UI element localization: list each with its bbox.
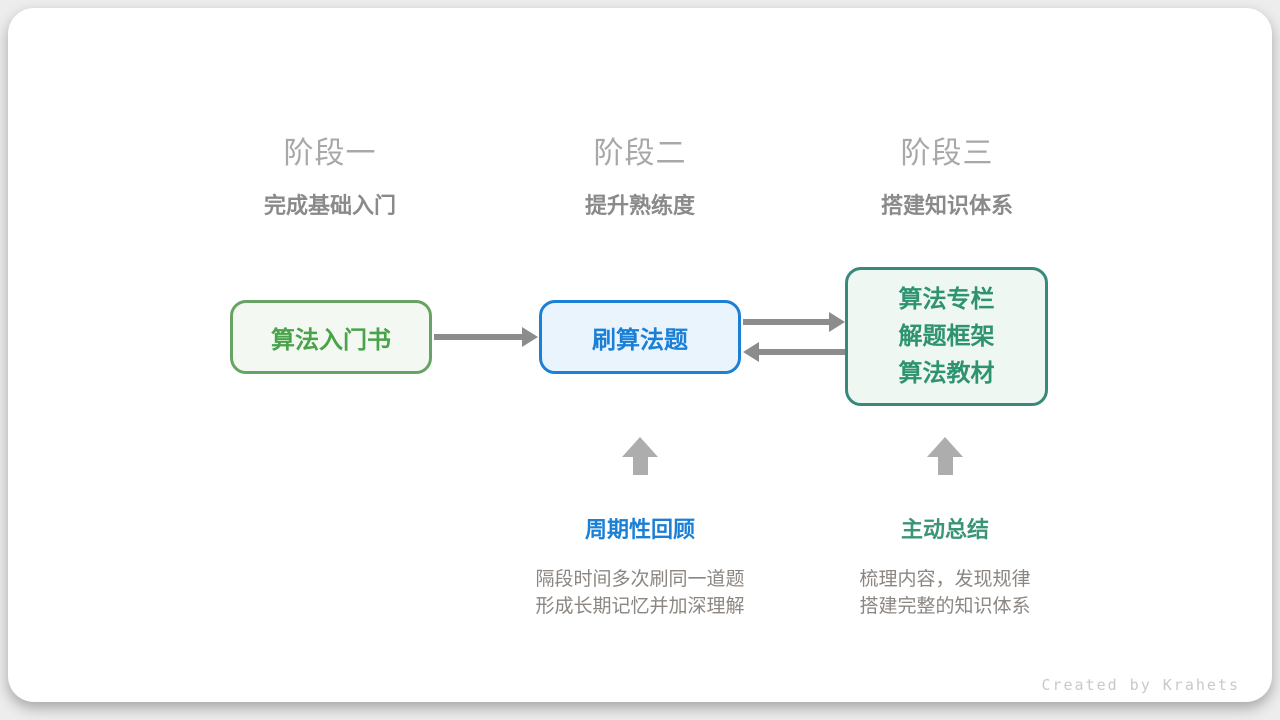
stage-3-title: 阶段三 xyxy=(900,137,994,170)
node-resources-line-1: 算法专栏 xyxy=(898,286,995,313)
node-intro-book-label: 算法入门书 xyxy=(271,326,391,354)
annotation-periodic-review-line-1: 隔段时间多次刷同一道题 xyxy=(535,569,745,590)
stage-2-header: 阶段二 提升熟练度 xyxy=(512,128,768,220)
stage-1-subtitle: 完成基础入门 xyxy=(263,193,396,218)
annotation-periodic-review: 周期性回顾 隔段时间多次刷同一道题 形成长期记忆并加深理解 xyxy=(490,512,790,620)
annotation-active-summary-line-1: 梳理内容，发现规律 xyxy=(859,569,1031,590)
node-practice-problems-label: 刷算法题 xyxy=(592,326,688,354)
stage-2-subtitle: 提升熟练度 xyxy=(584,193,695,218)
node-practice-problems: 刷算法题 xyxy=(539,300,741,374)
node-knowledge-resources: 算法专栏 解题框架 算法教材 xyxy=(845,267,1048,406)
annotation-periodic-review-heading: 周期性回顾 xyxy=(584,517,695,542)
stage-1-header: 阶段一 完成基础入门 xyxy=(202,128,458,220)
up-arrow-review-icon xyxy=(622,437,658,475)
arrow-resources-to-practice-icon xyxy=(743,342,845,362)
arrow-book-to-practice-icon xyxy=(434,327,538,347)
stage-2-title: 阶段二 xyxy=(593,137,687,170)
annotation-active-summary-line-2: 搭建完整的知识体系 xyxy=(859,596,1031,617)
node-resources-line-3: 算法教材 xyxy=(898,360,995,387)
stage-3-header: 阶段三 搭建知识体系 xyxy=(819,128,1075,220)
node-resources-line-2: 解题框架 xyxy=(898,323,995,350)
node-intro-book: 算法入门书 xyxy=(230,300,432,374)
up-arrow-summarize-icon xyxy=(927,437,963,475)
annotation-active-summary: 主动总结 梳理内容，发现规律 搭建完整的知识体系 xyxy=(795,512,1095,620)
diagram-card: 阶段一 完成基础入门 阶段二 提升熟练度 阶段三 搭建知识体系 算法入门书 刷算… xyxy=(8,8,1272,702)
stage-1-title: 阶段一 xyxy=(283,137,377,170)
stage-3-subtitle: 搭建知识体系 xyxy=(880,193,1013,218)
credit-text: Created by Krahets xyxy=(1041,676,1240,694)
annotation-active-summary-heading: 主动总结 xyxy=(900,517,989,542)
arrow-practice-to-resources-icon xyxy=(743,312,845,332)
annotation-periodic-review-line-2: 形成长期记忆并加深理解 xyxy=(535,596,745,617)
